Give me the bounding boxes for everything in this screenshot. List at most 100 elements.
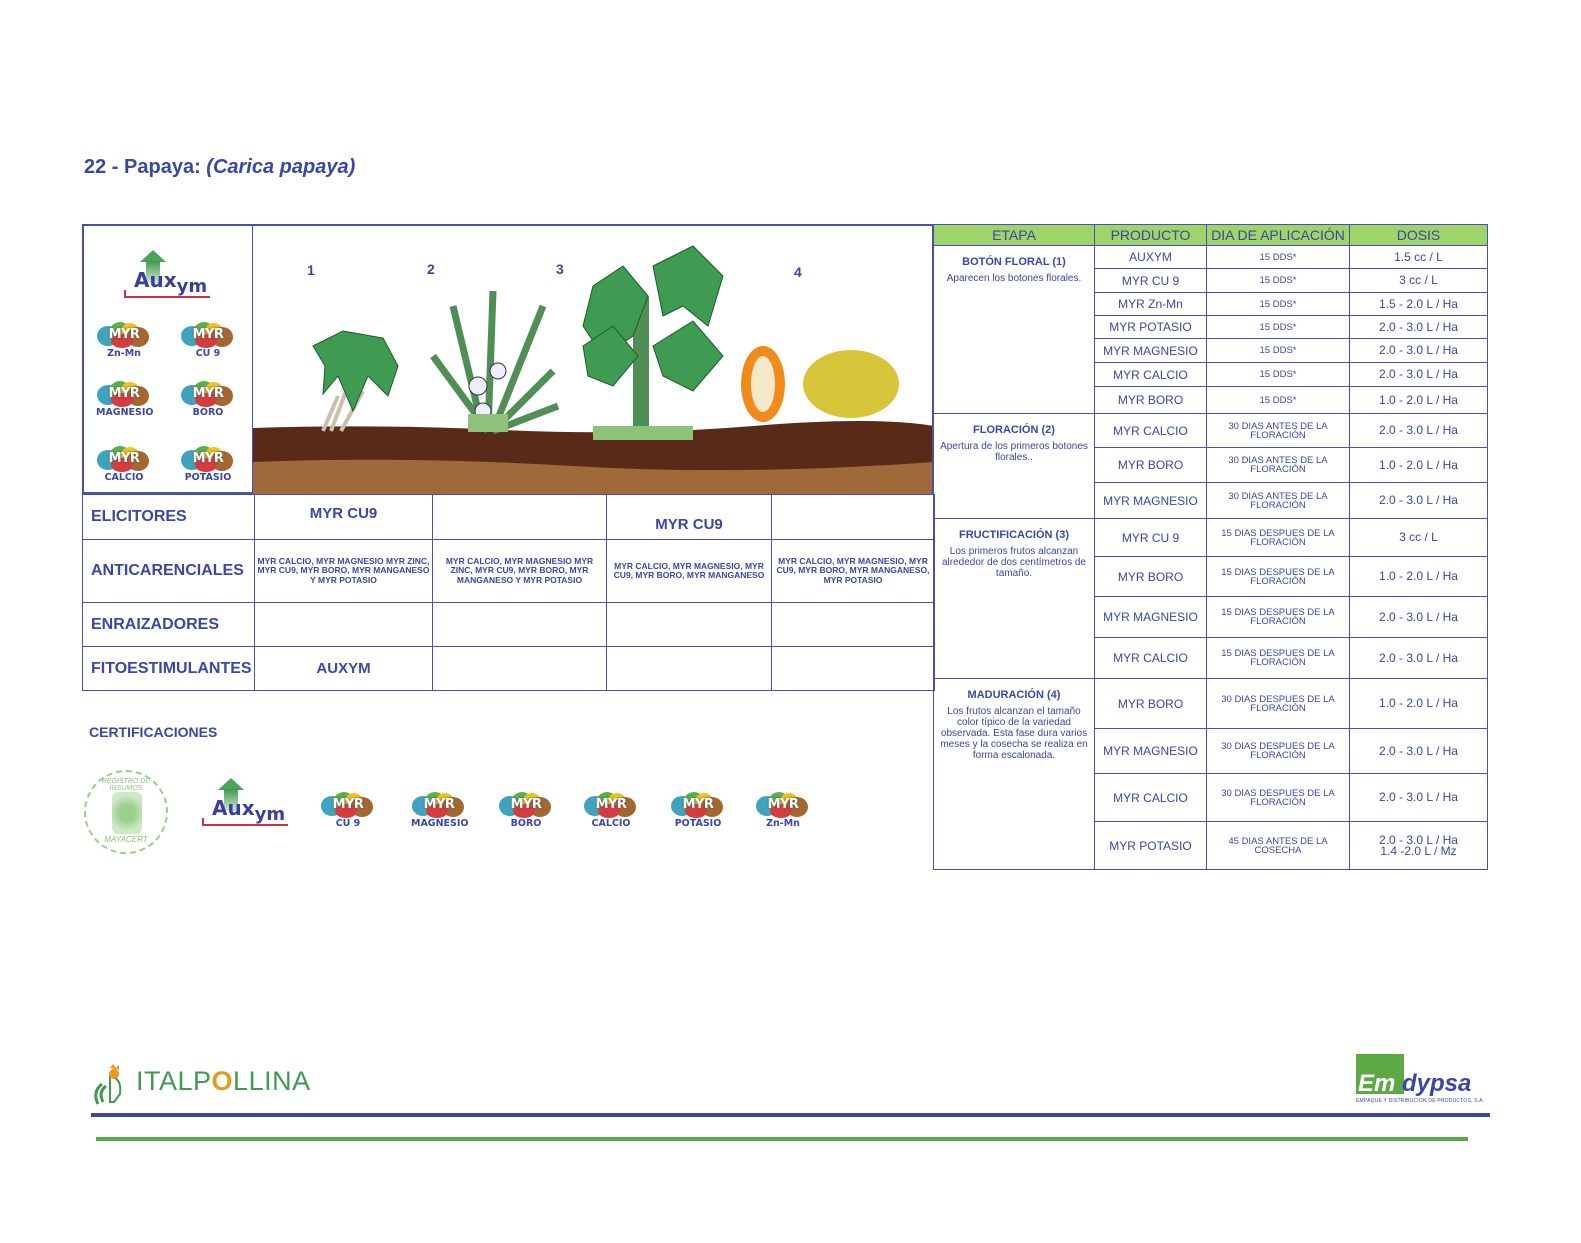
dose-cell: 1.0 - 2.0 L / Ha [1349,386,1488,414]
dose-cell: 1.5 - 2.0 L / Ha [1349,292,1488,316]
header-dosis: DOSIS [1349,224,1488,246]
myr-blob-icon: MYR [499,792,553,818]
category-cell [432,646,607,691]
stage-description: Aparecen los botones florales. [946,273,1082,284]
category-cell: MYR CU9 [254,494,433,540]
application-row: MADURACIÓN (4) Los frutos alcanzan el tam… [933,678,1488,870]
footer-rule-green [96,1137,1468,1141]
stage-name: FLORACIÓN (2) [973,424,1055,436]
stage-cell: BOTÓN FLORAL (1) Aparecen los botones flo… [933,245,1095,414]
mayacert-stamp: REGISTRO DE INSUMOS MAYACERT [84,770,168,854]
stage-description: Los frutos alcanzan el tamaño color típi… [940,706,1088,761]
day-cell: 15 DIAS DESPUES DE LA FLORACIÓN [1206,596,1350,638]
stage-name: MADURACIÓN (4) [967,689,1061,701]
auxym-logo: Auxym [118,250,214,302]
dose-cell: 1.0 - 2.0 L / Ha [1349,447,1488,483]
dose-cell: 3 cc / L [1349,268,1488,293]
product-cell: MYR BORO [1094,386,1207,414]
day-cell: 30 DIAS DESPUES DE LA FLORACIÓN [1206,678,1350,729]
product-cell: AUXYM [1094,245,1207,269]
page-title: 22 - Papaya: (Carica papaya) [84,156,355,179]
category-cell [606,646,772,691]
certifications-title: CERTIFICACIONES [89,724,218,740]
myr-blob-icon: MYR [412,792,466,818]
dose-cell: 3 cc / L [1349,518,1488,557]
stage-cell: FLORACIÓN (2) Apertura de los primeros bo… [933,413,1095,519]
product-cell: MYR CU 9 [1094,518,1207,557]
stage-cell: FRUCTIFICACIÓN (3)Los primeros frutos al… [933,518,1095,679]
papaya-stages-image [253,245,932,494]
product-cell: MYR POTASIO [1094,315,1207,339]
category-cell [432,494,607,540]
category-cell [771,602,935,647]
product-cell: MYR BORO [1094,678,1207,729]
stage-description: Los primeros frutos alcanzan alrededor d… [942,546,1086,579]
product-cell: MYR POTASIO [1094,821,1207,870]
dose-cell: 2.0 - 3.0 L / Ha [1349,773,1488,822]
growth-stages-illustration: 1 2 3 4 [253,224,934,494]
day-cell: 30 DIAS DESPUES DE LA FLORACIÓN [1206,728,1350,774]
application-schedule-table: ETAPA PRODUCTO DIA DE APLICACIÓN DOSIS B… [933,224,1488,870]
dose-cell: 2.0 - 3.0 L / Ha [1349,338,1488,363]
myr-blob-icon: MYR [584,792,638,818]
myr-blob-icon: MYR [756,792,810,818]
category-cell [254,602,433,647]
myr-blob-icon: MYR [97,381,151,407]
myr-blob-icon: MYR [671,792,725,818]
day-cell: 15 DDS* [1206,386,1350,414]
dose-cell: 2.0 - 3.0 L / Ha [1349,482,1488,519]
plant-stage-3 [582,245,724,440]
category-label: ELICITORES [82,494,255,540]
dose-cell: 2.0 - 3.0 L / Ha [1349,362,1488,387]
dose-cell: 2.0 - 3.0 L / Ha [1349,413,1488,448]
category-cell [606,602,772,647]
application-row: FLORACIÓN (2) Apertura de los primeros bo… [933,413,1488,519]
myr-blob-icon: MYR [97,322,151,348]
application-row: BOTÓN FLORAL (1) Aparecen los botones flo… [933,245,1488,414]
soil-light [253,459,932,494]
header-producto: PRODUCTO [1094,224,1207,246]
product-cell: MYR MAGNESIO [1094,482,1207,519]
day-cell: 15 DIAS DESPUES DE LA FLORACIÓN [1206,556,1350,597]
category-cell: AUXYM [254,646,433,691]
plant-stage-2 [430,290,560,435]
myr-blob-icon: MYR [181,446,235,472]
category-cell [771,646,935,691]
day-cell: 15 DIAS DESPUES DE LA FLORACIÓN [1206,518,1350,557]
dose-cell: 2.0 - 3.0 L / Ha [1349,728,1488,774]
stage-name: BOTÓN FLORAL (1) [962,256,1066,268]
title-scientific-name: (Carica papaya) [206,156,356,178]
stage-description: Apertura de los primeros botones florale… [940,441,1088,463]
category-cell: MYR CU9 [606,494,772,540]
day-cell: 15 DDS* [1206,338,1350,363]
product-cell: MYR CALCIO [1094,413,1207,448]
stage-cell: MADURACIÓN (4) Los frutos alcanzan el tam… [933,678,1095,870]
product-cell: MYR CALCIO [1094,637,1207,679]
category-label: FITOESTIMULANTES [82,646,255,691]
header-dia-aplicacion: DIA DE APLICACIÓN [1206,224,1350,246]
dose-cell: 1.5 cc / L [1349,245,1488,269]
category-row: ENRAIZADORES [82,602,935,647]
emdypsa-logo: Em dypsa EMPAQUE Y DISTRIBUCION DE PRODU… [1356,1054,1490,1109]
dose-cell: 2.0 - 3.0 L / Ha [1349,315,1488,339]
